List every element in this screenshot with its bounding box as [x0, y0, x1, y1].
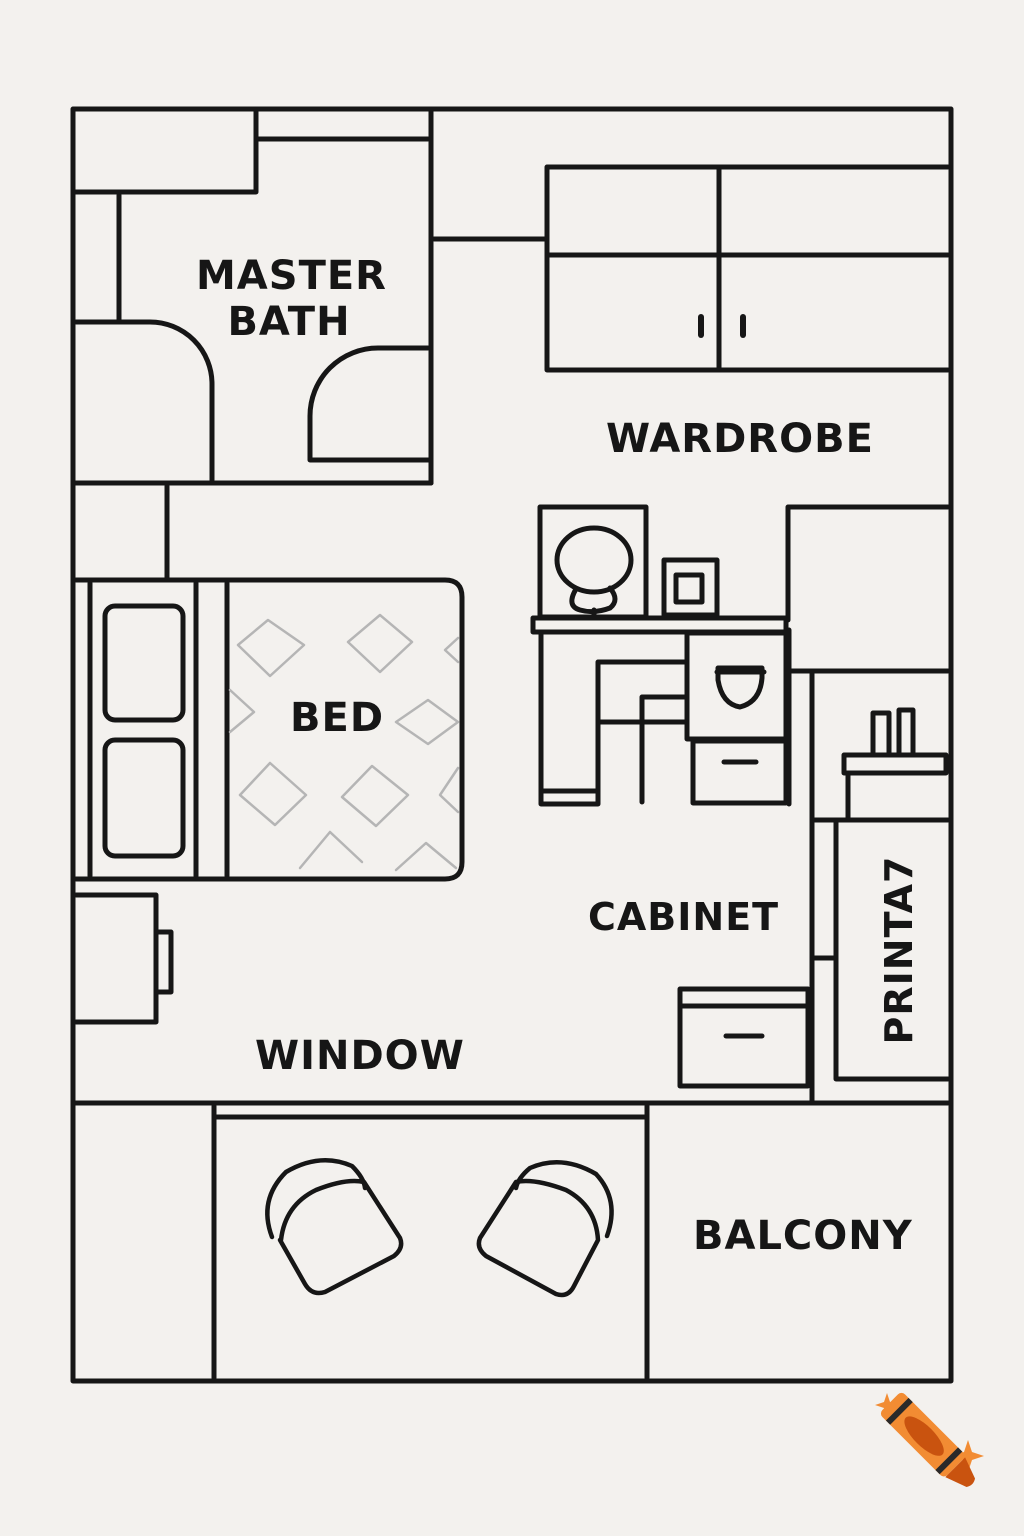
wardrobe — [544, 164, 951, 373]
window-seat — [211, 1103, 650, 1381]
label-cabinet: CABINET — [588, 895, 780, 939]
armchair-right — [476, 1160, 614, 1298]
right-storage — [785, 504, 951, 1104]
bedspread-pattern — [228, 613, 460, 872]
label-master-bath-line2: BATH — [227, 299, 351, 345]
bed — [73, 577, 465, 882]
label-master-bath: MASTER BATH — [196, 253, 387, 345]
label-wardrobe: WARDROBE — [606, 416, 874, 462]
cabinet — [677, 986, 811, 1089]
picture-frame — [661, 557, 720, 618]
armchair-left — [265, 1158, 404, 1296]
door-swing-left — [73, 319, 215, 483]
outer-wall — [70, 106, 954, 1384]
label-master-bath-line1: MASTER — [196, 253, 387, 299]
crayon-icon — [875, 1392, 984, 1488]
label-bed: BED — [290, 695, 385, 741]
desk-top — [530, 615, 789, 635]
master-bath — [70, 106, 434, 486]
door-swing-right — [307, 345, 433, 463]
label-window: WINDOW — [255, 1033, 465, 1079]
desk — [530, 504, 789, 807]
shelf — [841, 752, 949, 776]
pillow — [102, 603, 186, 723]
label-printer: PRINTA7 — [877, 855, 922, 1045]
pillow — [102, 737, 186, 859]
label-balcony: BALCONY — [693, 1213, 913, 1259]
nightstand — [73, 892, 174, 1025]
